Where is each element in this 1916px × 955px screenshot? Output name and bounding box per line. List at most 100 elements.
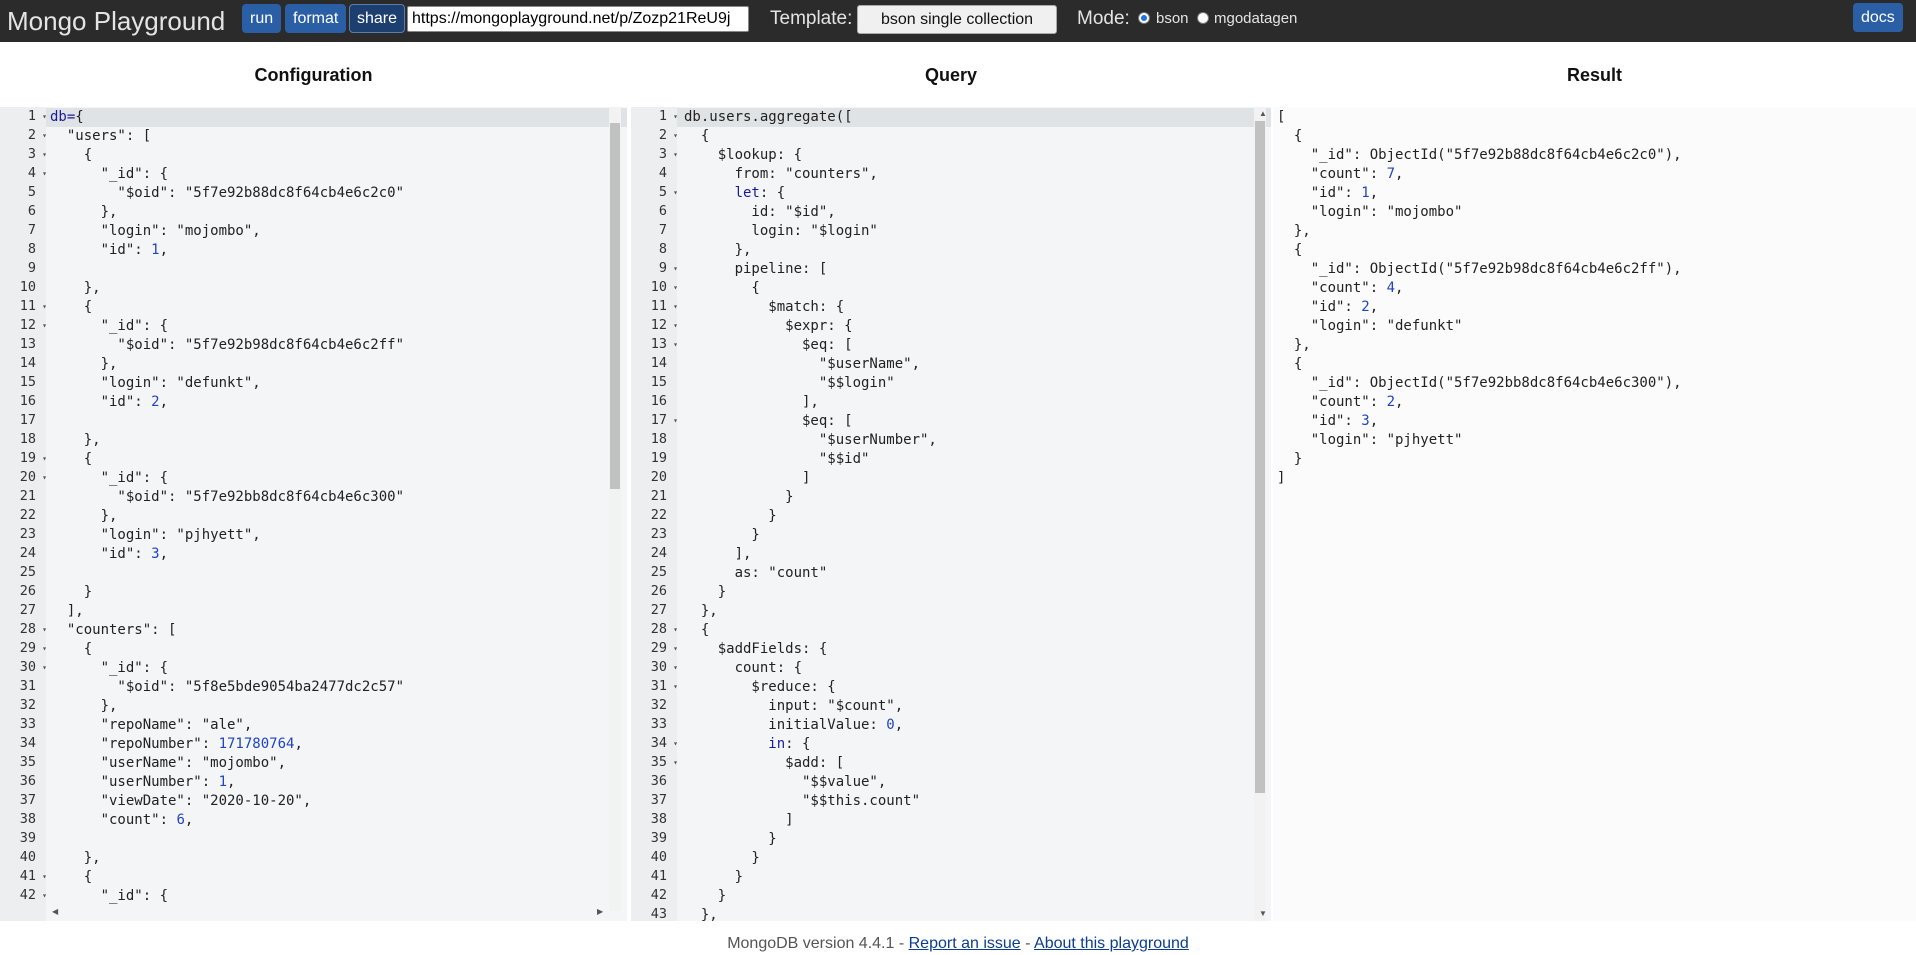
run-button[interactable]: run: [242, 4, 282, 33]
fold-arrow-icon[interactable]: ▾: [673, 321, 678, 330]
configuration-code-line: "repoNumber": 171780764,: [50, 736, 303, 752]
line-number: 13▾: [650, 336, 678, 352]
format-button[interactable]: format: [285, 4, 347, 33]
line-number: 20▾: [19, 469, 47, 485]
fold-arrow-icon[interactable]: ▾: [673, 340, 678, 349]
result-viewer[interactable]: [ { "_id": ObjectId("5f7e92b88dc8f64cb4e…: [1273, 107, 1916, 921]
configuration-code-line: "_id": {: [50, 888, 169, 904]
query-code-line: ],: [684, 394, 819, 410]
scroll-up-icon[interactable]: ▲: [1259, 109, 1267, 118]
report-issue-link[interactable]: Report an issue: [908, 935, 1021, 952]
configuration-code[interactable]: db={ "users": [ { "_id": { "$oid": "5f7e…: [50, 108, 608, 921]
fold-arrow-icon[interactable]: ▾: [673, 625, 678, 634]
fold-arrow-icon[interactable]: ▾: [42, 872, 47, 881]
result-code-line: "login": "mojombo": [1277, 204, 1463, 220]
fold-arrow-icon[interactable]: ▾: [42, 663, 47, 672]
fold-arrow-icon[interactable]: ▾: [42, 131, 47, 140]
configuration-code-line: "$oid": "5f7e92b88dc8f64cb4e6c2c0": [50, 185, 405, 201]
mode-mgodatagen-radio[interactable]: [1197, 12, 1209, 24]
share-url-input[interactable]: [407, 6, 749, 32]
fold-arrow-icon[interactable]: ▾: [42, 112, 47, 121]
query-code[interactable]: db.users.aggregate([ { $lookup: { from: …: [684, 108, 1252, 921]
configuration-code-line: "count": 6,: [50, 812, 194, 828]
fold-arrow-icon[interactable]: ▾: [42, 150, 47, 159]
configuration-code-line: "$oid": "5f7e92bb8dc8f64cb4e6c300": [50, 489, 405, 505]
fold-arrow-icon[interactable]: ▾: [42, 625, 47, 634]
line-number: 41▾: [19, 868, 47, 884]
fold-arrow-icon[interactable]: ▾: [673, 264, 678, 273]
configuration-code-line: },: [50, 850, 101, 866]
fold-arrow-icon[interactable]: ▾: [42, 644, 47, 653]
line-number: 7: [658, 222, 667, 238]
configuration-code-line: },: [50, 204, 118, 220]
line-number: 3▾: [658, 146, 678, 162]
about-playground-link[interactable]: About this playground: [1034, 935, 1189, 952]
fold-arrow-icon[interactable]: ▾: [42, 454, 47, 463]
scroll-left-icon[interactable]: ◀: [52, 907, 59, 916]
query-scroll-thumb[interactable]: [1255, 121, 1265, 793]
query-vertical-scrollbar[interactable]: [1254, 107, 1266, 921]
fold-arrow-icon[interactable]: ▾: [673, 302, 678, 311]
line-number: 14: [19, 355, 36, 371]
line-number: 13: [19, 336, 36, 352]
query-code-line: input: "$count",: [684, 698, 904, 714]
line-number: 34: [19, 735, 36, 751]
line-number: 1▾: [27, 108, 47, 124]
fold-arrow-icon[interactable]: ▾: [673, 188, 678, 197]
active-line: [0, 108, 627, 127]
configuration-code-line: "login": "mojombo",: [50, 223, 261, 239]
line-number: 40: [650, 849, 667, 865]
query-code-line: pipeline: [: [684, 261, 828, 277]
line-number: 17▾: [650, 412, 678, 428]
fold-arrow-icon[interactable]: ▾: [673, 682, 678, 691]
fold-arrow-icon[interactable]: ▾: [42, 891, 47, 900]
line-number: 37: [650, 792, 667, 808]
fold-arrow-icon[interactable]: ▾: [673, 112, 678, 121]
line-number: 37: [19, 792, 36, 808]
line-number: 1▾: [658, 108, 678, 124]
fold-arrow-icon[interactable]: ▾: [42, 169, 47, 178]
line-number: 2▾: [658, 127, 678, 143]
result-code-line: {: [1277, 128, 1303, 144]
line-number: 9: [27, 260, 36, 276]
fold-arrow-icon[interactable]: ▾: [673, 416, 678, 425]
query-code-line: $add: [: [684, 755, 845, 771]
fold-arrow-icon[interactable]: ▾: [673, 150, 678, 159]
configuration-scroll-thumb[interactable]: [610, 123, 620, 489]
fold-arrow-icon[interactable]: ▾: [673, 644, 678, 653]
result-code-line: {: [1277, 242, 1303, 258]
configuration-vertical-scrollbar[interactable]: [609, 107, 621, 911]
fold-arrow-icon[interactable]: ▾: [673, 663, 678, 672]
template-select[interactable]: bson single collection: [857, 5, 1057, 34]
footer-separator: -: [1020, 935, 1035, 952]
fold-arrow-icon[interactable]: ▾: [42, 473, 47, 482]
configuration-code-line: "id": 1,: [50, 242, 169, 258]
footer-separator: -: [894, 935, 909, 952]
docs-button[interactable]: docs: [1853, 3, 1903, 32]
line-number: 28▾: [19, 621, 47, 637]
query-code-line: },: [684, 242, 752, 258]
fold-arrow-icon[interactable]: ▾: [673, 758, 678, 767]
share-button[interactable]: share: [349, 4, 406, 33]
fold-arrow-icon[interactable]: ▾: [673, 739, 678, 748]
top-bar: Mongo Playground run format share Templa…: [0, 0, 1916, 42]
scroll-right-icon[interactable]: ▶: [597, 907, 604, 916]
line-number: 31▾: [650, 678, 678, 694]
configuration-code-line: {: [50, 299, 93, 315]
active-line: [631, 108, 1271, 127]
query-code-line: "$$login": [684, 375, 895, 391]
query-code-line: count: {: [684, 660, 803, 676]
fold-arrow-icon[interactable]: ▾: [673, 283, 678, 292]
fold-arrow-icon[interactable]: ▾: [673, 131, 678, 140]
mode-bson-radio[interactable]: [1138, 12, 1150, 24]
configuration-code-line: [50, 412, 608, 431]
query-code-line: $match: {: [684, 299, 845, 315]
scroll-down-icon[interactable]: ▼: [1259, 909, 1267, 918]
configuration-code-line: {: [50, 869, 93, 885]
line-number: 25: [650, 564, 667, 580]
fold-arrow-icon[interactable]: ▾: [42, 321, 47, 330]
fold-arrow-icon[interactable]: ▾: [42, 302, 47, 311]
